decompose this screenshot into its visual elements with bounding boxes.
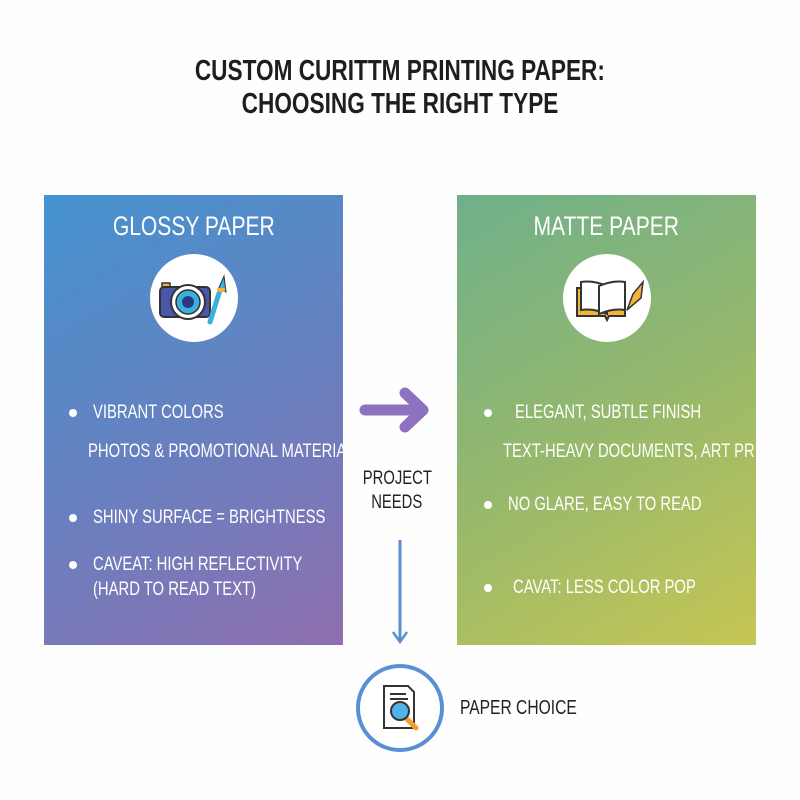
bullet-icon: [484, 584, 492, 592]
page-title-line2: CHOOSING THE RIGHT TYPE: [241, 88, 559, 120]
glossy-item: (HARD TO READ TEXT): [93, 579, 257, 600]
open-book-with-pen-icon: [563, 254, 651, 342]
project-needs-label-line1: PROJECT: [362, 468, 432, 489]
document-magnifier-icon: [356, 664, 444, 752]
camera-with-paintbrush-icon: [150, 254, 238, 342]
bullet-icon: [484, 409, 492, 417]
glossy-item: PHOTOS & PROMOTIONAL MATERIALS: [88, 441, 365, 462]
matte-title: MATTE PAPER: [533, 211, 680, 241]
matte-item: TEXT-HEAVY DOCUMENTS, ART PRINTS: [503, 441, 789, 462]
page-title-line1: CUSTOM CURITTM PRINTING PAPER:: [194, 55, 606, 87]
paper-choice-label: PAPER CHOICE: [460, 697, 577, 719]
glossy-item: CAVEAT: HIGH REFLECTIVITY: [93, 554, 303, 575]
bullet-icon: [69, 409, 77, 417]
bullet-icon: [484, 501, 492, 509]
matte-paper-panel: MATTE PAPER ELEGANT, SUBTLE FINISH TEXT-…: [457, 195, 788, 645]
matte-item: CAVAT: LESS COLOR POP: [513, 577, 696, 598]
down-arrow-icon: [391, 540, 409, 645]
bullet-icon: [69, 561, 77, 569]
matte-item: ELEGANT, SUBTLE FINISH: [515, 402, 702, 423]
glossy-item: VIBRANT COLORS: [93, 402, 224, 423]
right-arrow-icon: [359, 387, 429, 433]
glossy-item: SHINY SURFACE = BRIGHTNESS: [93, 507, 326, 528]
matte-item: NO GLARE, EASY TO READ: [508, 494, 702, 515]
glossy-paper-panel: GLOSSY PAPER VIBRANT COLORS PHOTOS & PRO…: [44, 195, 364, 645]
project-needs-label-line2: NEEDS: [371, 492, 423, 513]
glossy-title: GLOSSY PAPER: [112, 211, 275, 241]
bullet-icon: [69, 514, 77, 522]
